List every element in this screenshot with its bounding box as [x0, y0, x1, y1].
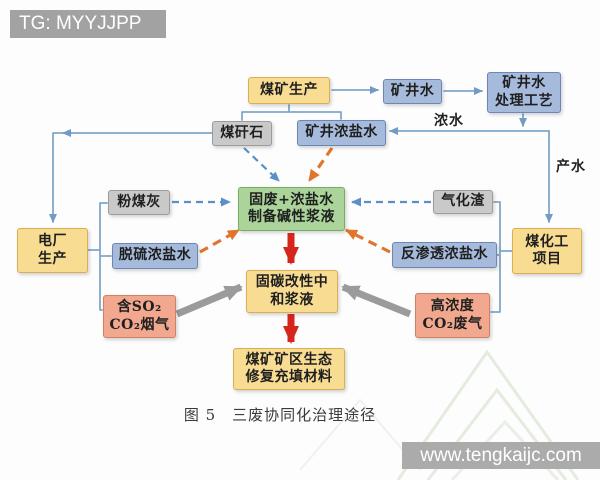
- arrow-fluegas-to-carbonslurry: [175, 283, 243, 318]
- arrow-co2gas-to-carbonslurry: [341, 283, 412, 318]
- node-label-line1: 矿井水: [502, 75, 546, 92]
- node-label: 粉煤灰: [117, 193, 161, 210]
- node-restoration: 煤矿矿区生态 修复充填材料: [233, 348, 345, 390]
- node-label-line2: 和浆液: [270, 291, 314, 308]
- node-label-line2: 项目: [532, 251, 562, 267]
- node-coal-mine-production: 煤矿生产: [248, 77, 330, 104]
- node-label-line1: 高浓度: [430, 298, 475, 315]
- node-coal-chemical: 煤化工 项目: [512, 228, 582, 274]
- node-label-line1: 含SO₂: [117, 299, 162, 316]
- node-label: 脱硫浓盐水: [118, 247, 192, 264]
- node-label-line1: 电厂: [38, 233, 67, 250]
- arrow-minebrine-to-slurry: [307, 147, 334, 182]
- bracket-coalmine-split: [241, 104, 342, 121]
- node-mine-water-treatment: 矿井水 处理工艺: [487, 72, 561, 113]
- node-mine-brine: 矿井浓盐水: [297, 120, 386, 146]
- figure-caption: 图 5 三废协同化治理途径: [183, 406, 377, 424]
- arrow-robrine-to-slurry: [345, 228, 391, 254]
- node-carbon-slurry: 固碳改性中 和浆液: [246, 270, 338, 313]
- node-label: 煤矿生产: [260, 81, 318, 98]
- node-fly-ash: 粉煤灰: [108, 190, 170, 215]
- node-coal-gangue: 煤矸石: [212, 121, 272, 146]
- node-desulf-brine: 脱硫浓盐水: [112, 243, 198, 269]
- bracket-powerplant-outputs: [87, 202, 112, 311]
- node-slurry-prep: 固废+浓盐水 制备碱性浆液: [238, 187, 345, 231]
- arrow-gangue-to-slurry: [243, 147, 280, 182]
- node-label: 矿井水: [390, 82, 435, 99]
- node-label-line1: 固碳改性中: [255, 274, 329, 291]
- node-so2-flue-gas: 含SO₂ CO₂烟气: [103, 295, 176, 338]
- node-label-line2: 制备碱性浆液: [248, 209, 335, 225]
- node-gasification-slag: 气化渣: [433, 190, 493, 214]
- node-label: 反渗透浓盐水: [401, 246, 488, 263]
- node-label-line1: 煤矿矿区生态: [245, 351, 333, 368]
- node-label: 矿井浓盐水: [305, 124, 378, 141]
- node-label-line2: 处理工艺: [495, 92, 553, 109]
- arrow-desulfbrine-to-slurry: [199, 228, 240, 254]
- node-power-plant: 电厂 生产: [17, 228, 88, 273]
- edge-label-concentrated-water: 浓水: [434, 113, 464, 129]
- bracket-coalchemical-outputs: [490, 201, 513, 313]
- node-label-line2: 生产: [38, 250, 67, 267]
- node-ro-brine: 反渗透浓盐水: [392, 242, 497, 268]
- arrow-gangue-to-powerplant: [49, 132, 213, 223]
- node-mine-water: 矿井水: [383, 79, 442, 104]
- node-label-line1: 煤化工: [525, 233, 569, 250]
- watermark-top-left: TG: MYYJJPP: [10, 10, 166, 38]
- node-label: 气化渣: [441, 193, 485, 210]
- node-high-co2-gas: 高浓度 CO₂废气: [415, 293, 490, 338]
- node-label-line1: 固废+浓盐水: [249, 191, 334, 208]
- node-label-line2: CO₂烟气: [109, 316, 170, 333]
- node-label-line2: CO₂废气: [422, 315, 483, 332]
- node-label-line2: 修复充填材料: [245, 369, 333, 385]
- node-label: 煤矸石: [220, 124, 264, 141]
- edge-label-product-water: 产水: [556, 159, 586, 175]
- watermark-bottom-right: www.tengkaijc.com: [402, 442, 600, 469]
